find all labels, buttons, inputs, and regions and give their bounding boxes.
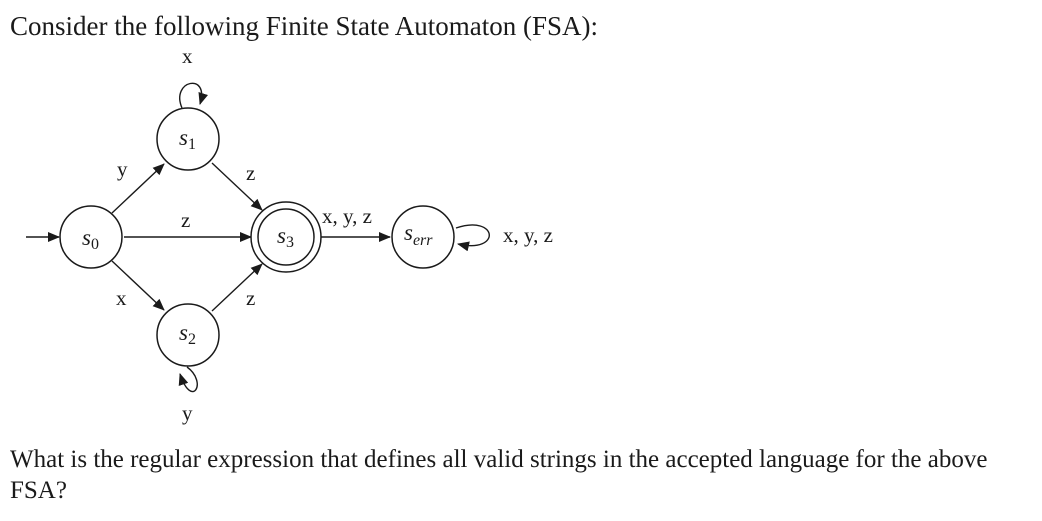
label-serr-loop: x, y, z (503, 223, 553, 247)
state-s1: s1 (156, 107, 220, 171)
edge-s0-s2 (111, 260, 165, 311)
state-s2-label: s2 (179, 320, 196, 348)
state-s3: s3 (250, 201, 322, 273)
state-s2: s2 (156, 303, 220, 367)
label-s1-s3: z (246, 161, 255, 185)
state-serr-label: serr (404, 220, 433, 249)
state-s3-label: s3 (277, 223, 294, 251)
label-s2-s3: z (246, 286, 255, 310)
label-s0-s3: z (181, 208, 190, 232)
question-text: What is the regular expression that defi… (10, 446, 988, 504)
edge-s1-s3 (211, 162, 263, 211)
edge-s2-s3 (211, 263, 263, 312)
state-s0: s0 (59, 205, 123, 269)
edge-s0-s1 (111, 163, 165, 214)
state-serr: serr (391, 205, 455, 269)
label-s2-loop: y (182, 401, 193, 425)
label-s0-s2: x (116, 286, 127, 310)
loop-s2 (178, 366, 198, 393)
intro-text: Consider the following Finite State Auto… (10, 11, 598, 41)
loop-s1 (179, 82, 209, 109)
loop-serr (455, 224, 490, 252)
label-s0-s1: y (117, 157, 128, 181)
label-s3-serr: x, y, z (322, 204, 372, 228)
state-s0-label: s0 (82, 225, 99, 253)
state-s1-label: s1 (179, 125, 196, 153)
label-s1-loop: x (182, 44, 193, 68)
